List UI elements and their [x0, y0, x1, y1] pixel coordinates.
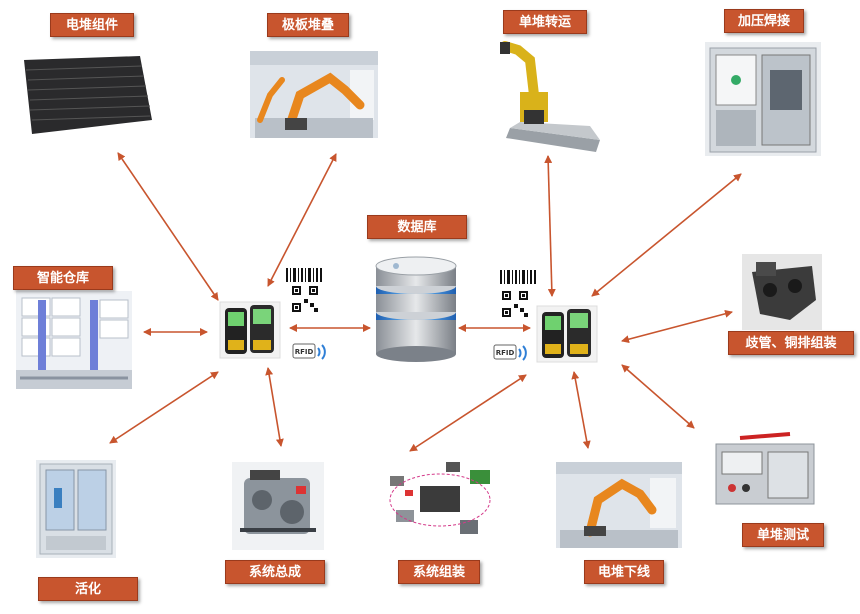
label-stack-components: 电堆组件: [50, 13, 134, 37]
rfid-icon: RFID: [493, 344, 527, 361]
label-stack-offline: 电堆下线: [584, 560, 664, 584]
arrow-scanner2-press-welding: [591, 173, 742, 297]
press-welding-photo: [705, 42, 821, 156]
rfid-icon: RFID: [292, 343, 326, 360]
barcode-icon: [500, 270, 536, 284]
label-activation: 活化: [38, 577, 138, 601]
connector-arrows: [109, 152, 742, 452]
arrow-scanner1-plate-stacking: [267, 153, 337, 287]
label-stack-testing: 单堆测试: [742, 523, 824, 547]
handheld-scanner-right: [536, 305, 598, 363]
plate-stacking-photo: [250, 51, 378, 138]
label-plate-stacking: 极板堆叠: [267, 13, 349, 37]
barcode-icon: [286, 268, 322, 282]
database-icon: [375, 256, 457, 362]
system-assembly-photo: [380, 456, 498, 546]
qr-code-icon: [502, 291, 528, 317]
manifold-photo: [742, 254, 822, 330]
label-system-integration: 系统总成: [225, 560, 325, 584]
stack-offline-photo: [556, 462, 682, 548]
rfid-tag-label: RFID: [496, 349, 515, 357]
activation-photo: [36, 460, 116, 558]
rfid-tag-label: RFID: [295, 348, 314, 356]
label-press-welding: 加压焊接: [724, 9, 804, 33]
arrow-scanner1-stack-components: [117, 152, 219, 301]
stack-testing-photo: [713, 430, 817, 508]
arrow-scanner1-activation: [109, 371, 219, 444]
arrow-scanner2-stack-offline: [571, 371, 591, 449]
arrow-scanner2-stack-transfer: [544, 155, 556, 297]
stack-components-photo: [18, 51, 154, 137]
qr-code-icon: [292, 286, 318, 312]
stack-transfer-photo: [493, 41, 608, 154]
handheld-scanner-left: [219, 301, 281, 359]
label-database: 数据库: [367, 215, 467, 239]
arrow-scanner1-system-integration: [265, 367, 284, 447]
label-manifold-assembly: 歧管、铜排组装: [728, 331, 854, 355]
system-integration-photo: [232, 462, 324, 550]
label-stack-transfer: 单堆转运: [503, 10, 587, 34]
label-system-assembly: 系统组装: [398, 560, 480, 584]
arrow-scanner2-stack-testing: [621, 364, 695, 429]
smart-warehouse-photo: [16, 291, 132, 389]
arrow-scanner2-manifold: [621, 309, 733, 344]
label-smart-warehouse: 智能仓库: [13, 266, 113, 290]
arrow-scanner2-system-assembly: [409, 374, 527, 452]
